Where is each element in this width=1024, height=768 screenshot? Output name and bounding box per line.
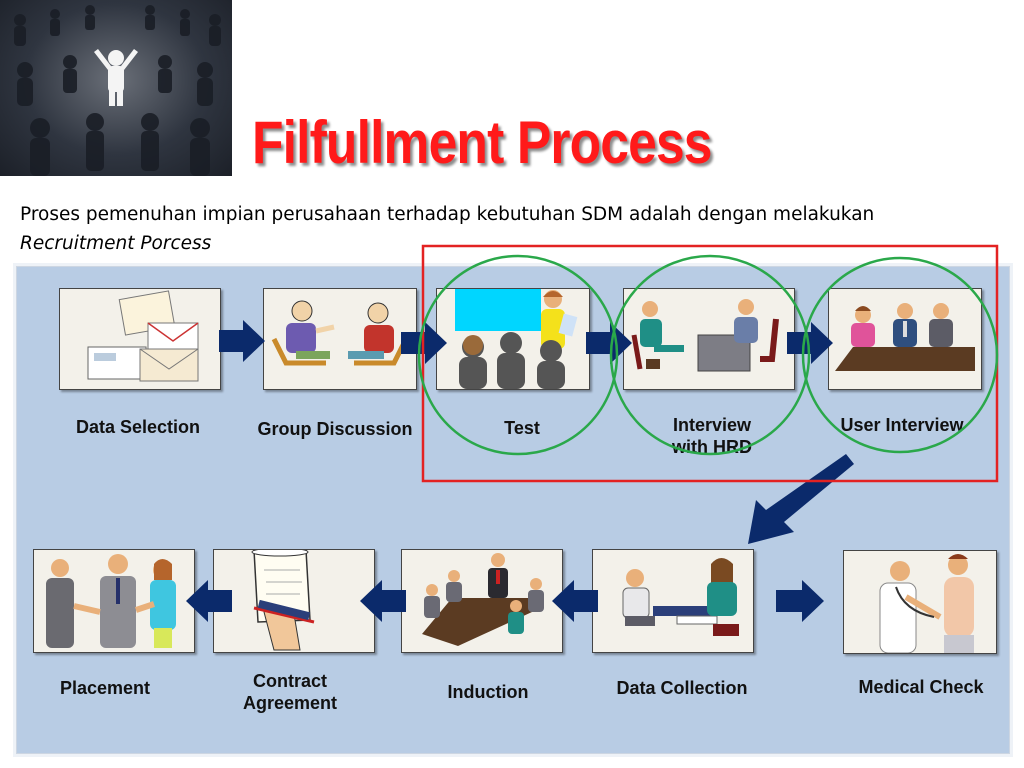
step-label-interview-hrd-line1: Interview xyxy=(672,415,752,435)
medical-check-card xyxy=(843,550,997,654)
step-label-user-interview: User Interview xyxy=(840,415,964,435)
arrow-right-1 xyxy=(219,320,265,362)
presentation-audience-icon xyxy=(455,289,578,389)
subtitle-line2: Recruitment Porcess xyxy=(20,233,212,254)
induction-card xyxy=(401,549,563,653)
subtitle-line1: Proses pemenuhan impian perusahaan terha… xyxy=(20,204,875,225)
user-interview-card xyxy=(828,288,982,390)
arrow-left-2 xyxy=(360,580,406,622)
handshake-people-icon xyxy=(46,554,176,648)
step-label-data-selection: Data Selection xyxy=(75,417,201,437)
step-label-interview-hrd: Interview with HRD xyxy=(652,414,772,458)
step-label-induction: Induction xyxy=(447,682,529,702)
step-label-contract-agreement: Contract Agreement xyxy=(226,670,354,714)
step-label-group-discussion: Group Discussion xyxy=(257,419,413,439)
placement-card xyxy=(33,549,195,653)
arrow-right-2 xyxy=(401,322,447,364)
interview-hrd-card xyxy=(623,288,795,390)
step-label-contract-line2: Agreement xyxy=(242,693,338,713)
test-card xyxy=(436,288,590,390)
two-people-talking-icon xyxy=(271,300,409,366)
arrow-diagonal-down xyxy=(748,454,854,544)
arrow-right-5 xyxy=(776,580,824,622)
meeting-table-icon xyxy=(835,303,975,371)
desk-typing-icon xyxy=(622,558,739,636)
page-title: Filfullment Process xyxy=(252,109,713,176)
boardroom-meeting-icon xyxy=(422,553,544,646)
step-label-placement: Placement xyxy=(59,678,151,698)
contract-agreement-card xyxy=(213,549,375,653)
crowd-leader-photo xyxy=(0,0,232,176)
step-label-contract-line1: Contract xyxy=(252,671,327,691)
arrow-right-4 xyxy=(787,322,833,364)
subtitle: Proses pemenuhan impian perusahaan terha… xyxy=(20,200,1010,258)
contract-scroll-icon xyxy=(251,550,315,651)
step-label-medical-check: Medical Check xyxy=(858,677,984,697)
data-collection-card xyxy=(592,549,754,653)
step-label-data-collection: Data Collection xyxy=(616,678,748,698)
arrow-right-3 xyxy=(586,322,632,364)
arrow-left-3 xyxy=(552,580,598,622)
doctor-patient-icon xyxy=(879,554,974,653)
envelopes-icon xyxy=(87,290,199,382)
group-discussion-card xyxy=(263,288,417,390)
step-label-test: Test xyxy=(504,418,540,438)
arrow-left-1 xyxy=(186,580,232,622)
desk-interview-icon xyxy=(631,299,779,372)
data-selection-card xyxy=(59,288,221,390)
step-label-interview-hrd-line2: with HRD xyxy=(672,437,752,457)
